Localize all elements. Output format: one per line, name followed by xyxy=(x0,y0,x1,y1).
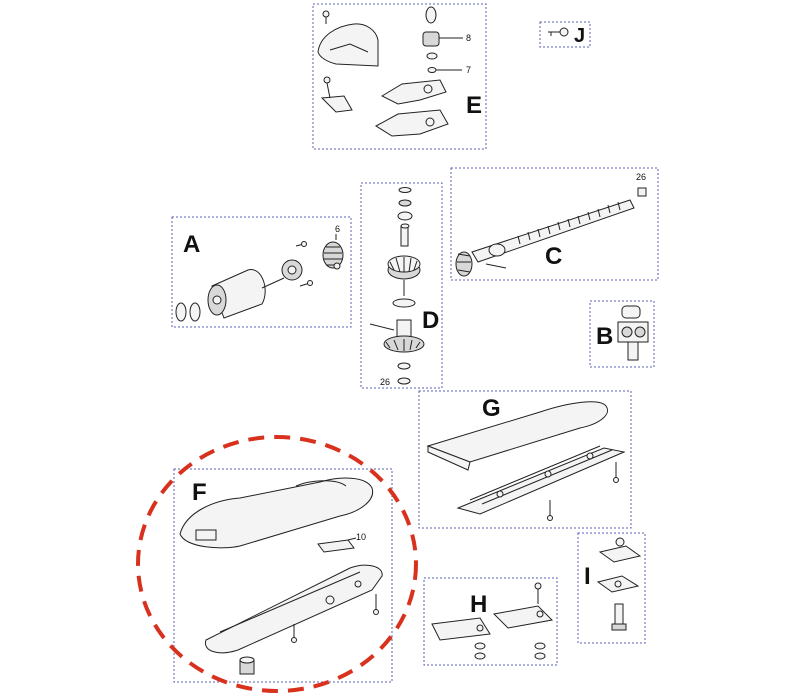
group-c: 26 C xyxy=(450,167,659,281)
mounting-plate-right xyxy=(492,605,554,629)
group-f-base-plate xyxy=(204,564,383,654)
group-j-frame xyxy=(539,21,591,48)
callout-6: 6 xyxy=(335,224,340,234)
o-ring xyxy=(175,302,187,322)
group-e-plate xyxy=(375,109,449,137)
label-i: I xyxy=(584,563,591,590)
group-a: A 6 xyxy=(171,216,352,328)
label-h: H xyxy=(470,591,487,618)
worm-gear xyxy=(322,241,344,270)
group-g-cover xyxy=(426,401,608,463)
group-b: B xyxy=(589,300,655,368)
crown-gear xyxy=(369,319,425,353)
motor-screws xyxy=(295,241,313,287)
end-cap xyxy=(637,187,647,197)
group-i-frame xyxy=(577,532,646,644)
group-c-frame xyxy=(450,167,659,281)
o-ring xyxy=(189,302,201,322)
group-d-frame xyxy=(360,182,443,389)
bushing-ring xyxy=(392,298,416,308)
lead-screw xyxy=(471,199,635,269)
group-g-frame xyxy=(418,390,632,529)
label-j: J xyxy=(574,25,585,47)
group-h-frame xyxy=(423,577,558,666)
highlight-circle xyxy=(136,435,418,693)
group-h: H xyxy=(423,577,558,666)
group-e: 8 7 E xyxy=(312,3,487,150)
group-e-screw xyxy=(322,10,330,24)
gear-shaft xyxy=(400,223,410,247)
clamp-bolt xyxy=(611,603,627,631)
label-e: E xyxy=(466,92,482,119)
group-e-lever xyxy=(380,79,447,105)
callout-26-c: 26 xyxy=(636,172,646,182)
coupling xyxy=(281,259,303,281)
group-e-frame xyxy=(312,3,487,150)
group-g-base xyxy=(456,447,626,515)
group-f-frame xyxy=(173,468,393,683)
clamp-upper xyxy=(598,537,642,563)
group-d: 26 D xyxy=(360,182,443,389)
label-c: C xyxy=(545,243,562,270)
group-f: F 10 xyxy=(173,468,393,683)
group-f-bracket xyxy=(317,539,355,553)
motor-body xyxy=(207,269,285,319)
label-g: G xyxy=(482,395,501,422)
callout-10: 10 xyxy=(356,532,366,542)
callout-7: 7 xyxy=(466,65,471,75)
mounting-plate-left xyxy=(431,617,491,641)
label-f: F xyxy=(192,479,207,506)
callout-26-d: 26 xyxy=(380,377,390,387)
spur-gear xyxy=(387,255,421,280)
group-e-bracket xyxy=(320,76,353,113)
label-a: A xyxy=(183,231,200,258)
group-g: G xyxy=(418,390,632,529)
label-d: D xyxy=(422,307,439,334)
group-j: J xyxy=(539,21,591,48)
screw-end-gear xyxy=(455,251,473,277)
group-f-gland xyxy=(239,656,255,675)
group-b-frame xyxy=(589,300,655,368)
group-f-top-cover xyxy=(179,477,374,549)
label-b: B xyxy=(596,323,613,350)
callout-8: 8 xyxy=(466,33,471,43)
group-e-pin xyxy=(422,6,463,73)
key-icon xyxy=(548,27,569,37)
clamp-lower xyxy=(596,575,640,593)
group-a-frame xyxy=(171,216,352,328)
group-i: I xyxy=(577,532,646,644)
clevis-fitting xyxy=(617,305,649,361)
